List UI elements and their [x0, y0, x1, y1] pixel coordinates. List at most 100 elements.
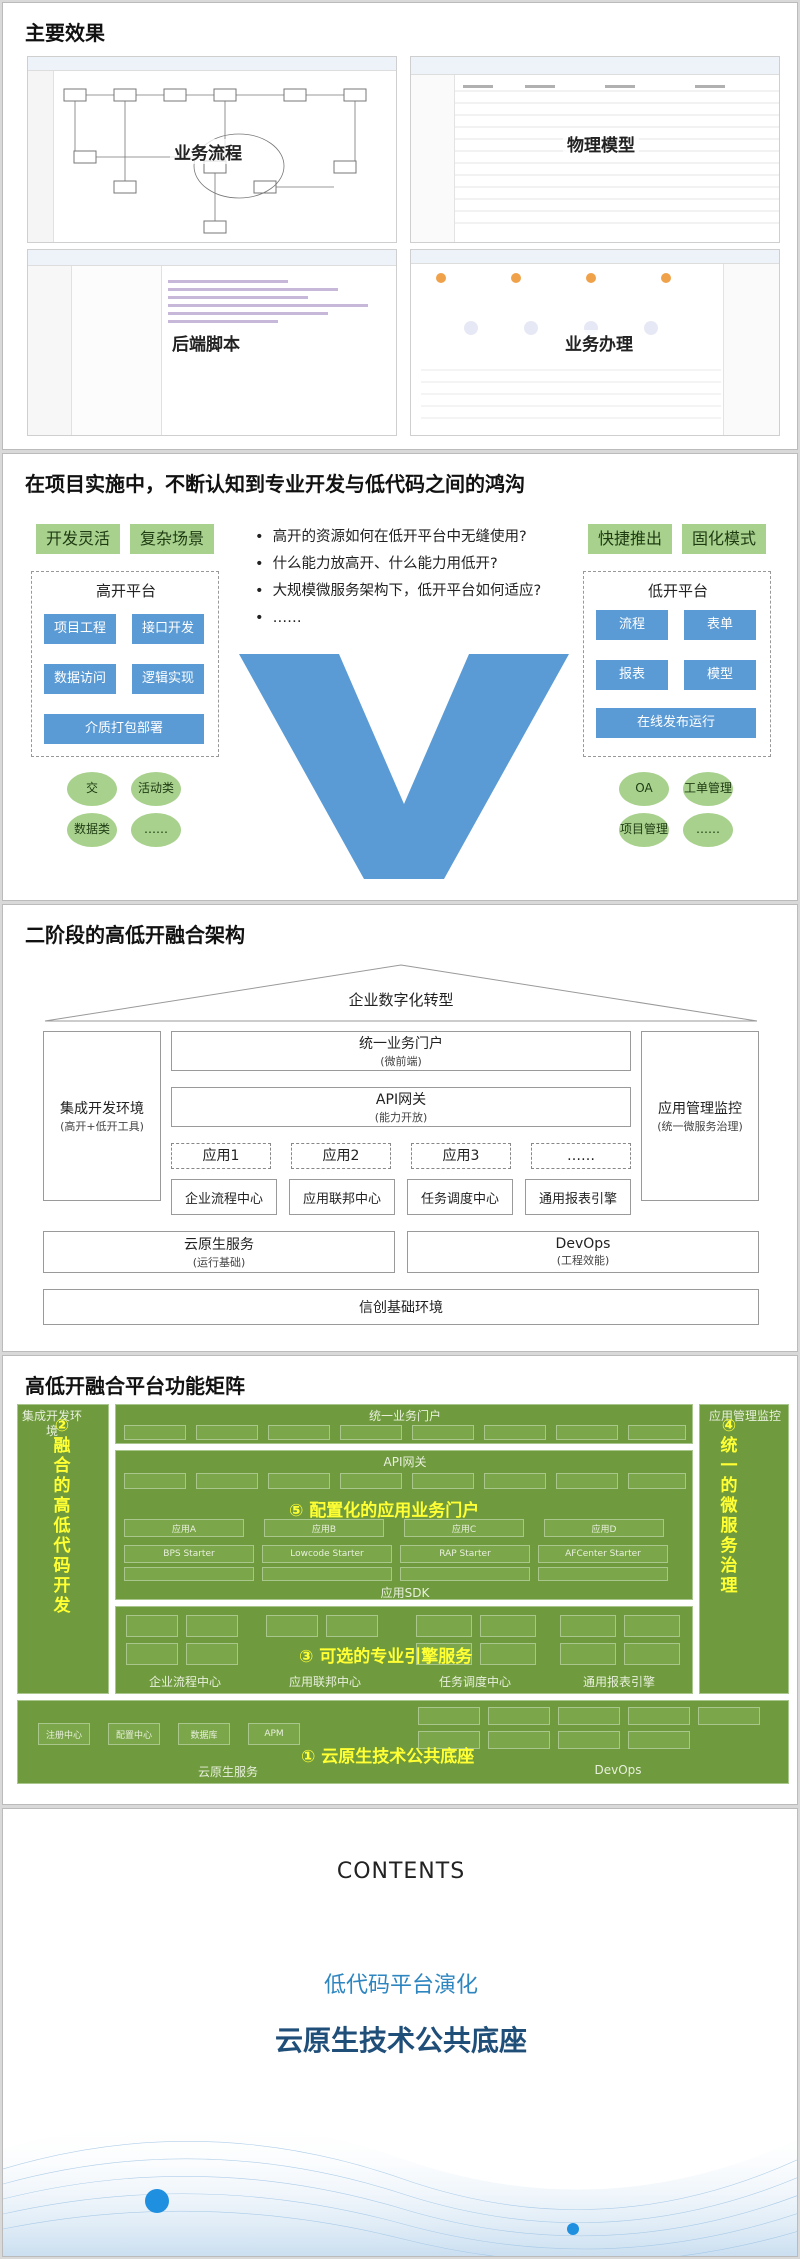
cloud-label: 云原生服务 — [197, 1765, 258, 1779]
low-btn-flow: 流程 — [596, 610, 668, 640]
slide-title: 主要效果 — [25, 21, 105, 45]
arch-cloud-name: 云原生服务 — [184, 1237, 254, 1253]
screenshot-label: 后端脚本 — [168, 330, 244, 355]
high-oval-4: …… — [131, 813, 181, 847]
arch-ide-sub: (高开+低开工具) — [60, 1120, 144, 1133]
screenshot-label: 业务流程 — [170, 139, 246, 164]
wave-mesh-decoration — [3, 2121, 797, 2256]
tag-fast-launch: 快捷推出 — [588, 524, 672, 554]
matrix-monitor-head: 应用管理监控 — [708, 1409, 781, 1423]
slide-architecture: 二阶段的高低开融合架构 企业数字化转型 集成开发环境 (高开+低开工具) 应用管… — [2, 904, 798, 1352]
matrix-app-d: 应用D — [544, 1519, 664, 1537]
question-item: 什么能力放高开、什么能力用低开? — [255, 551, 541, 578]
screenshot-label: 物理模型 — [563, 131, 639, 156]
engine-label-process: 企业流程中心 — [148, 1675, 221, 1689]
slide-title: 高低开融合平台功能矩阵 — [25, 1374, 245, 1398]
arch-api-name: API网关 — [375, 1092, 427, 1108]
screenshot-backend-script: 后端脚本 — [27, 249, 397, 436]
vert-callout-left: ②融合的高低代码开发 — [53, 1416, 71, 1616]
high-btn-api: 接口开发 — [132, 614, 204, 644]
engine-label-schedule: 任务调度中心 — [438, 1675, 511, 1689]
slide-gap: 在项目实施中，不断认知到专业开发与低代码之间的鸿沟 开发灵活 复杂场景 高开平台… — [2, 453, 798, 901]
arch-app-3: 应用3 — [411, 1143, 511, 1169]
arch-devops-sub: (工程效能) — [556, 1254, 610, 1267]
low-oval-1: OA — [619, 772, 669, 806]
screenshot-business-process: 业务流程 — [27, 56, 397, 243]
arch-monitor-name: 应用管理监控 — [658, 1101, 742, 1117]
arch-api-sub: (能力开放) — [374, 1111, 428, 1124]
matrix-portal: 统一业务门户 — [115, 1404, 693, 1444]
slide-function-matrix: 高低开融合平台功能矩阵 集成开发环境 ②融合的高低代码开发 应用管理监控 ④统一… — [2, 1355, 798, 1805]
tag-fixed-mode: 固化模式 — [682, 524, 766, 554]
matrix-ide-head: 集成开发环境 — [22, 1409, 83, 1438]
starter-afcenter: AFCenter Starter — [538, 1545, 668, 1563]
cloud-item-config: 配置中心 — [108, 1723, 160, 1745]
cloud-item-db: 数据库 — [178, 1723, 230, 1745]
low-oval-2: 工单管理 — [683, 772, 733, 806]
low-platform-title: 低开平台 — [647, 582, 708, 600]
matrix-engines: 企业流程中心 应用联邦中心 任务调度中心 通用报表引擎 — [115, 1606, 693, 1694]
high-oval-1: 交 — [67, 772, 117, 806]
arch-devops: DevOps (工程效能) — [407, 1231, 759, 1273]
arch-ide-name: 集成开发环境 — [60, 1101, 144, 1117]
starter-lowcode: Lowcode Starter — [262, 1545, 392, 1563]
slide-title: 在项目实施中，不断认知到专业开发与低代码之间的鸿沟 — [25, 472, 525, 496]
callout-engines: ③ 可选的专业引擎服务 — [299, 1647, 473, 1667]
matrix-ide: 集成开发环境 — [17, 1404, 109, 1694]
arch-app-1: 应用1 — [171, 1143, 271, 1169]
high-btn-project: 项目工程 — [44, 614, 116, 644]
slide-contents: CONTENTS 低代码平台演化 云原生技术公共底座 — [2, 1808, 798, 2257]
matrix-app-b: 应用B — [264, 1519, 384, 1537]
high-btn-logic: 逻辑实现 — [132, 664, 204, 694]
question-item: …… — [255, 605, 541, 632]
arch-cloud-sub: (运行基础) — [192, 1256, 246, 1269]
contents-subtitle: 低代码平台演化 — [323, 1973, 478, 1998]
low-oval-3: 项目管理 — [619, 813, 669, 847]
matrix-api-label: API网关 — [383, 1455, 427, 1469]
slide-main-effects: 主要效果 业务流程 物理模型 — [2, 2, 798, 450]
matrix-api-gateway: API网关 应用A 应用B 应用C 应用D BPS Starter Lowcod… — [115, 1450, 693, 1600]
matrix-app-a: 应用A — [124, 1519, 244, 1537]
engine-label-report: 通用报表引擎 — [582, 1675, 655, 1689]
arch-monitor: 应用管理监控 (统一微服务治理) — [641, 1031, 759, 1201]
high-platform-box: 高开平台 项目工程 接口开发 数据访问 逻辑实现 介质打包部署 — [31, 571, 219, 757]
arch-portal: 统一业务门户 (微前端) — [171, 1031, 631, 1071]
starter-rap: RAP Starter — [400, 1545, 530, 1563]
low-oval-4: …… — [683, 813, 733, 847]
slide-title: 二阶段的高低开融合架构 — [25, 923, 245, 947]
vert-callout-right: ④统一的微服务治理 — [720, 1416, 738, 1596]
contents-heading: CONTENTS — [336, 1859, 466, 1884]
low-btn-publish: 在线发布运行 — [596, 708, 756, 738]
arch-engine-federation: 应用联邦中心 — [289, 1179, 395, 1215]
arch-cloud-native: 云原生服务 (运行基础) — [43, 1231, 395, 1273]
high-btn-package: 介质打包部署 — [44, 714, 204, 744]
question-item: 高开的资源如何在低开平台中无缝使用? — [255, 524, 541, 551]
screenshot-business-handling: 业务办理 — [410, 249, 780, 436]
matrix-app-c: 应用C — [404, 1519, 524, 1537]
arch-monitor-sub: (统一微服务治理) — [657, 1120, 743, 1133]
arch-engine-report: 通用报表引擎 — [525, 1179, 631, 1215]
low-btn-form: 表单 — [684, 610, 756, 640]
starter-bps: BPS Starter — [124, 1545, 254, 1563]
engine-label-federation: 应用联邦中心 — [288, 1675, 361, 1689]
cloud-item-apm: APM — [248, 1723, 300, 1745]
devops-label: DevOps — [594, 1763, 642, 1777]
arch-portal-sub: (微前端) — [380, 1055, 422, 1068]
question-item: 大规模微服务架构下，低开平台如何适应? — [255, 578, 542, 605]
contents-main-title: 云原生技术公共底座 — [274, 2024, 527, 2057]
arch-base-env: 信创基础环境 — [43, 1289, 759, 1325]
screenshot-physical-model: 物理模型 — [410, 56, 780, 243]
matrix-portal-label: 统一业务门户 — [368, 1409, 441, 1423]
arch-app-2: 应用2 — [291, 1143, 391, 1169]
v-gap-shape — [239, 654, 569, 879]
callout-cloud: ① 云原生技术公共底座 — [301, 1747, 475, 1767]
tag-complex-scene: 复杂场景 — [130, 524, 214, 554]
tag-flexible-dev: 开发灵活 — [36, 524, 120, 554]
high-oval-3: 数据类 — [67, 813, 117, 847]
arch-engine-schedule: 任务调度中心 — [407, 1179, 513, 1215]
low-platform-box: 低开平台 流程 表单 报表 模型 在线发布运行 — [583, 571, 771, 757]
gap-questions: 高开的资源如何在低开平台中无缝使用? 什么能力放高开、什么能力用低开? 大规模微… — [255, 524, 542, 632]
arch-portal-name: 统一业务门户 — [359, 1036, 443, 1052]
arch-app-more: …… — [531, 1143, 631, 1169]
matrix-sdk-label: 应用SDK — [380, 1586, 430, 1600]
